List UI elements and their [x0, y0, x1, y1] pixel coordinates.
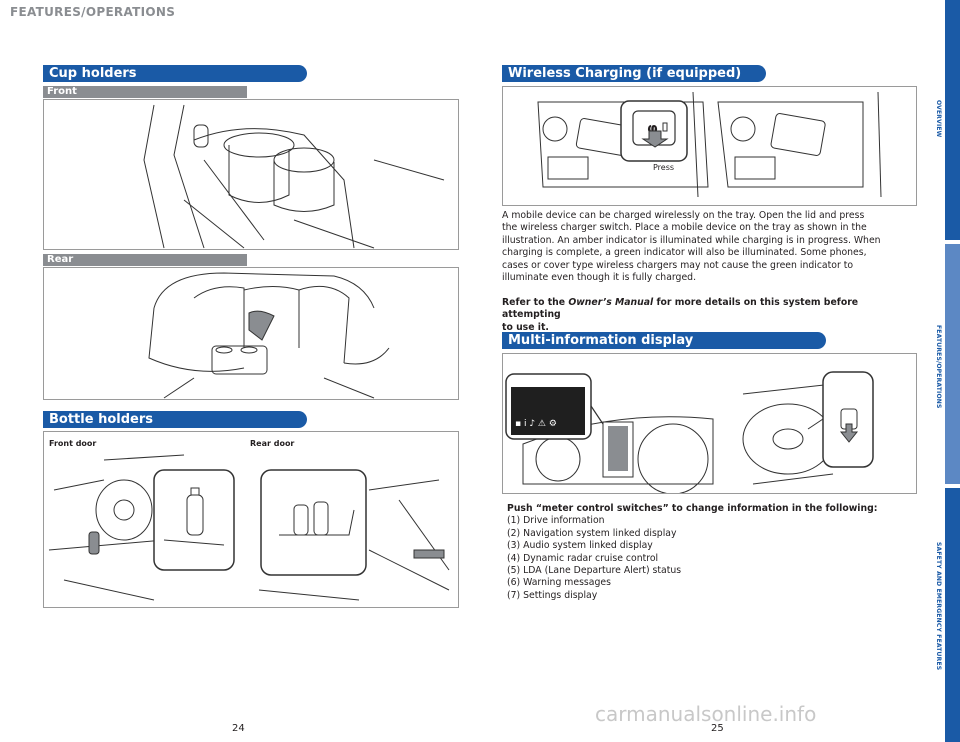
wireless-line-4: charging is complete, a green indicator … [502, 247, 867, 259]
note-suffix: for more details on this system before a… [502, 297, 859, 321]
front-door-label: Front door [49, 439, 97, 448]
page-number-right: 25 [711, 723, 724, 734]
rear-cup-illustration-box [43, 267, 459, 400]
page-number-left: 24 [232, 723, 245, 734]
rear-door-label: Rear door [250, 439, 295, 448]
side-label-features: FEATURES/OPERATIONS [935, 325, 942, 409]
wireless-line-1: A mobile device can be charged wirelessl… [502, 210, 865, 221]
wireless-charging-banner: Wireless Charging (if equipped) [502, 65, 766, 82]
svg-text:▪ i ♪ ⚠ ⚙: ▪ i ♪ ⚠ ⚙ [515, 419, 557, 429]
front-label: Front [47, 86, 77, 97]
owners-manual-note: Refer to the Owner’s Manual for more det… [502, 297, 912, 334]
front-subbar: Front [43, 86, 247, 98]
multi-info-item-7: (7) Settings display [507, 589, 598, 601]
multi-info-item-4: (4) Dynamic radar cruise control [507, 552, 659, 564]
wireless-illustration-box: φ Press [502, 86, 917, 206]
rear-seat-armrest-illustration [148, 272, 390, 399]
note-prefix: Refer to the [502, 297, 569, 308]
side-tab-safety[interactable] [945, 488, 960, 742]
wireless-description: A mobile device can be charged wirelessl… [502, 210, 912, 284]
wireless-line-6: illuminate even though it is fully charg… [502, 272, 697, 284]
bottle-holders-title: Bottle holders [49, 412, 153, 427]
multi-info-banner: Multi-information display [502, 332, 826, 349]
side-tab-features[interactable] [945, 244, 960, 484]
side-label-overview: OVERVIEW [935, 100, 942, 138]
svg-text:φ: φ [647, 121, 658, 137]
front-cup-holder-illustration [143, 104, 445, 249]
multi-info-item-2: (2) Navigation system linked display [507, 527, 677, 539]
front-cup-illustration-box [43, 99, 459, 250]
wireless-charging-title: Wireless Charging (if equipped) [508, 66, 742, 81]
wireless-line-3: illustration. An amber indicator is illu… [502, 234, 881, 246]
bottle-holders-banner: Bottle holders [43, 411, 307, 428]
multi-info-title: Multi-information display [508, 333, 694, 348]
wireless-line-2: the wireless charger switch. Place a mob… [502, 222, 867, 234]
multi-info-illustration: ▪ i ♪ ⚠ ⚙ [505, 371, 874, 495]
note-italic: Owner’s Manual [568, 297, 654, 308]
rear-subbar: Rear [43, 254, 247, 266]
note-line-2: to use it. [502, 321, 549, 333]
cup-holders-banner: Cup holders [43, 65, 307, 82]
bottle-holders-box: Front door Rear door [43, 431, 459, 608]
side-label-safety: SAFETY AND EMERGENCY FEATURES [935, 542, 942, 671]
press-label: Press [653, 163, 675, 172]
multi-info-illustration-box: ▪ i ♪ ⚠ ⚙ [502, 353, 917, 495]
side-tab-overview[interactable] [945, 0, 960, 240]
wireless-charger-illustration: φ [537, 91, 882, 198]
rear-label: Rear [47, 254, 74, 265]
watermark: carmanualsonline.info [595, 702, 817, 726]
multi-info-item-5: (5) LDA (Lane Departure Alert) status [507, 565, 682, 577]
section-header: FEATURES/OPERATIONS [10, 5, 176, 19]
rear-door-bottle-illustration [258, 469, 450, 601]
multi-info-item-3: (3) Audio system linked display [507, 540, 653, 552]
multi-info-description: Push “meter control switches” to change … [507, 503, 912, 602]
wireless-line-5: cases or cover type wireless chargers ma… [502, 259, 854, 271]
front-door-bottle-illustration [48, 454, 235, 601]
multi-info-lead: Push “meter control switches” to change … [507, 503, 878, 514]
cup-holders-title: Cup holders [49, 66, 137, 81]
multi-info-item-6: (6) Warning messages [507, 577, 611, 589]
multi-info-item-1: (1) Drive information [507, 515, 605, 527]
